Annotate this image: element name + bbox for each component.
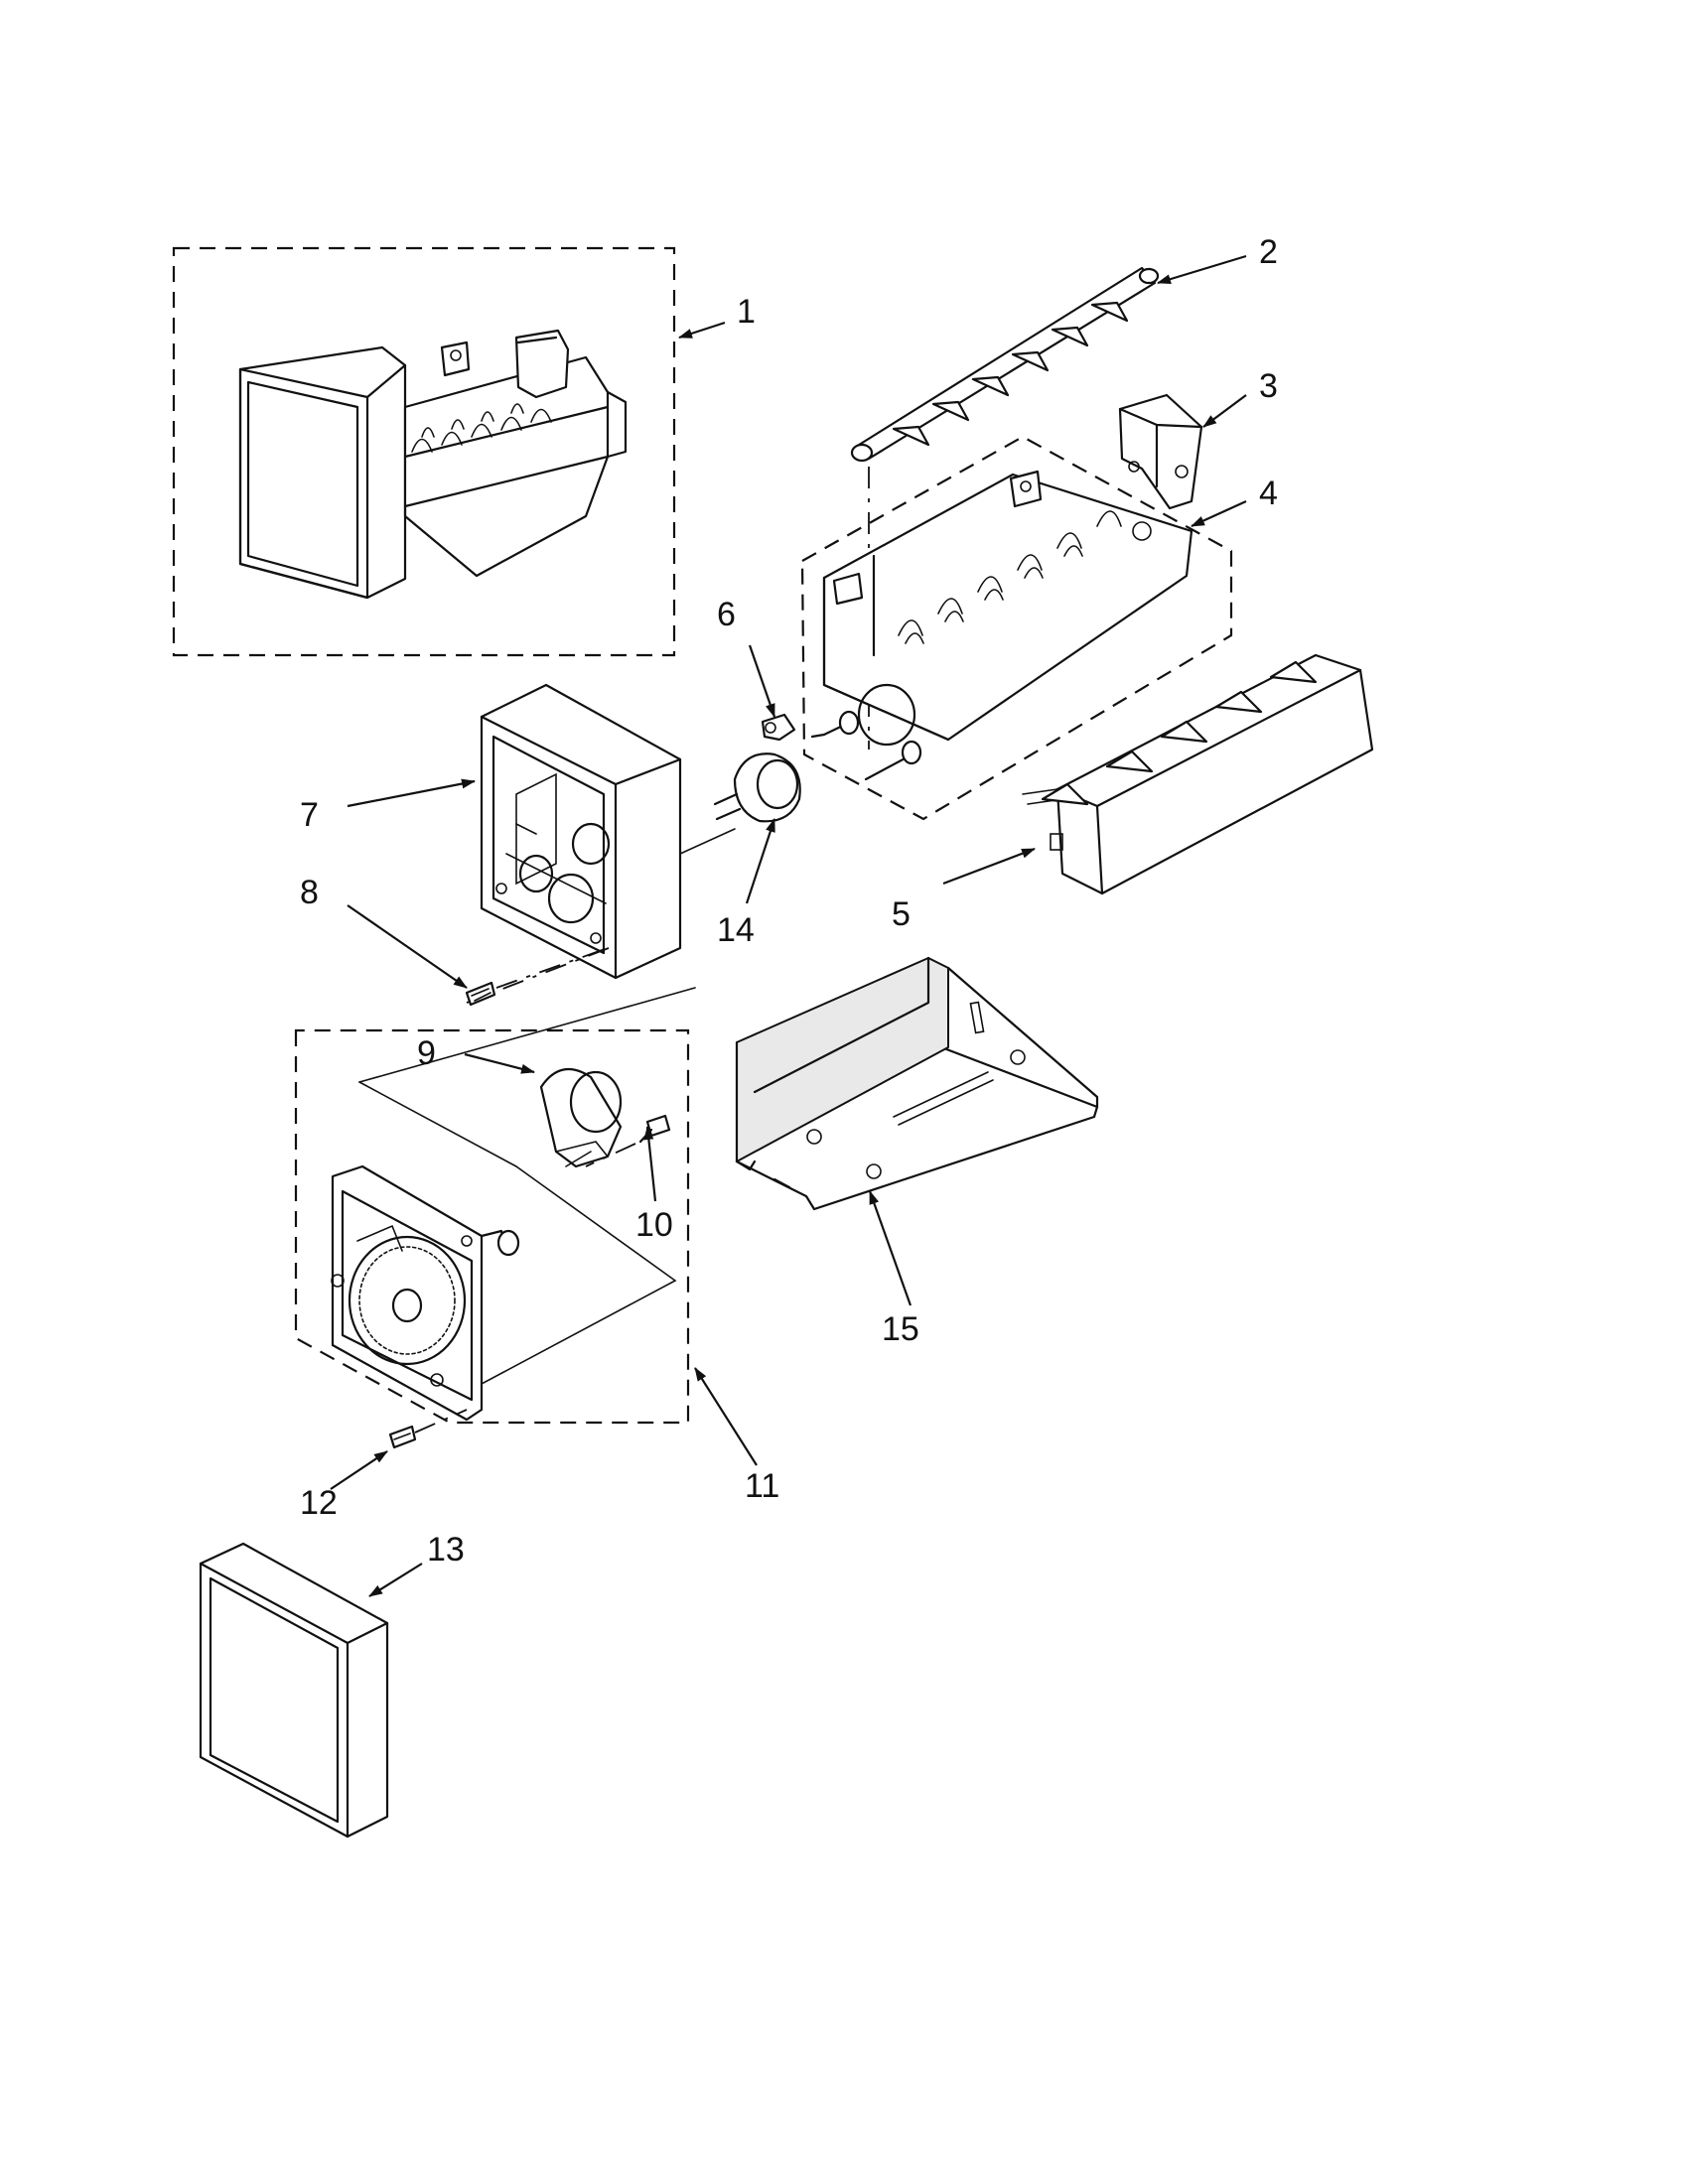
callout-10: 10 — [635, 1206, 673, 1244]
leader-13 — [368, 1563, 423, 1597]
part-5-stripper — [1022, 653, 1374, 895]
part-12-screw — [388, 1409, 468, 1449]
part-9-motor — [539, 1067, 623, 1168]
leader-14 — [745, 818, 776, 904]
part-8-screw — [465, 947, 609, 1007]
leader-lines — [330, 254, 1247, 1597]
part-6-clip — [761, 713, 796, 742]
callout-6: 6 — [717, 596, 736, 633]
leader-15 — [868, 1190, 912, 1306]
callout-labels: 1 2 3 4 5 6 7 8 9 10 11 12 13 14 15 — [300, 233, 1278, 1569]
callout-3: 3 — [1259, 367, 1278, 405]
leader-1 — [678, 321, 726, 340]
part-1-ice-maker-assembly — [172, 246, 676, 657]
leader-11 — [694, 1367, 758, 1466]
callout-4: 4 — [1259, 475, 1278, 512]
leader-12 — [330, 1450, 388, 1490]
leader-2 — [1157, 254, 1247, 285]
callout-12: 12 — [300, 1484, 338, 1522]
part-14-thermostat — [713, 752, 801, 823]
callout-2: 2 — [1259, 233, 1278, 271]
callout-5: 5 — [892, 895, 911, 933]
part-13-front-cover — [199, 1542, 389, 1839]
callout-7: 7 — [300, 796, 319, 834]
leader-5 — [942, 847, 1036, 886]
leader-7 — [347, 778, 476, 808]
callout-11: 11 — [745, 1467, 779, 1505]
part-15-shield — [735, 956, 1099, 1211]
callout-1: 1 — [737, 293, 756, 331]
callout-9: 9 — [417, 1034, 436, 1072]
part-7-housing — [466, 683, 736, 1004]
part-4-mold-and-heater — [800, 435, 1233, 821]
leader-4 — [1191, 499, 1247, 528]
leader-10 — [643, 1126, 657, 1202]
leader-9 — [464, 1052, 535, 1074]
leader-6 — [748, 644, 776, 718]
part-3-fill-cup — [1118, 393, 1203, 510]
part-11-motor-module — [294, 987, 696, 1425]
callout-14: 14 — [717, 911, 755, 949]
callout-15: 15 — [882, 1310, 919, 1348]
leader-3 — [1202, 394, 1247, 428]
callout-8: 8 — [300, 874, 319, 911]
callout-13: 13 — [427, 1531, 465, 1569]
leader-8 — [347, 904, 468, 989]
